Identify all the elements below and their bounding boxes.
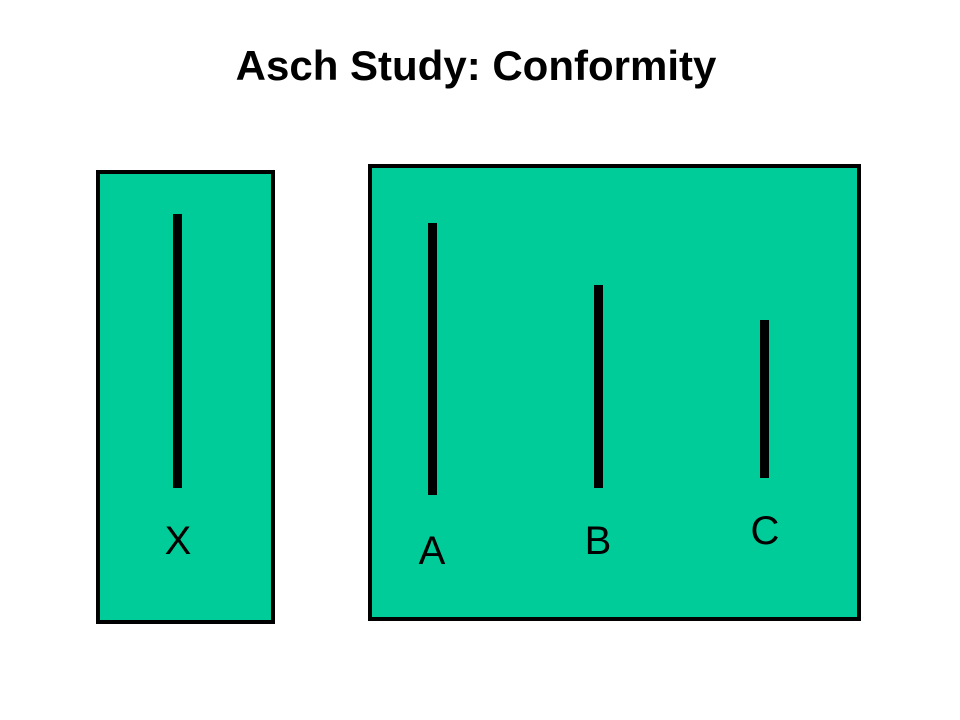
slide-title: Asch Study: Conformity [235,42,717,89]
comparison-line-b [594,285,603,488]
standard-line-x [173,214,182,488]
comparison-line-a [428,223,437,495]
comparison-lines-card [368,164,861,621]
comparison-line-c [760,320,769,478]
label-a: A [418,529,446,573]
label-x: X [164,519,192,563]
standard-line-card [96,170,275,624]
label-c: C [750,509,780,553]
label-b: B [584,519,612,563]
